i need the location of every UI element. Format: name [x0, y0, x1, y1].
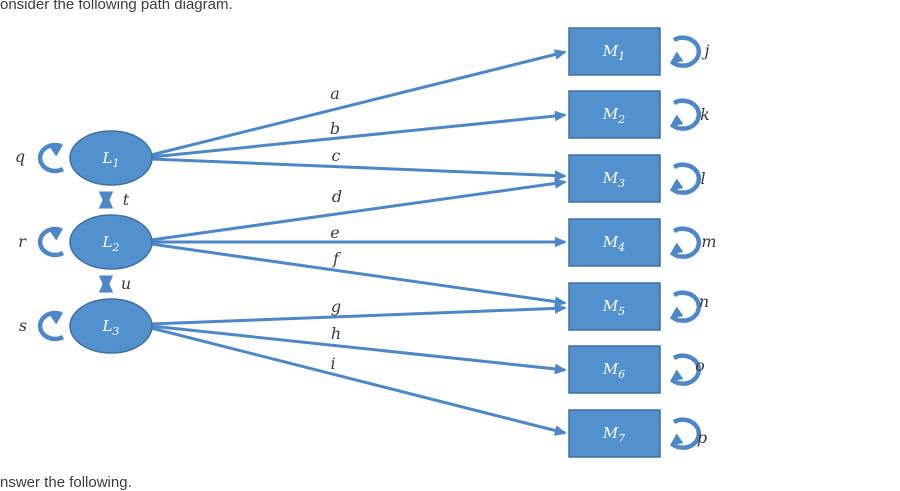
manifest-label-M3: M3	[602, 169, 625, 190]
error-loop-m	[669, 226, 702, 259]
error-label-m: m	[701, 232, 716, 251]
manifest-label-M7: M7	[602, 424, 625, 445]
loading-label-b: b	[330, 119, 340, 138]
loading-label-a: a	[330, 84, 340, 103]
loading-label-f: f	[332, 249, 342, 268]
variance-loop-r	[37, 226, 65, 258]
manifest-rect-M2	[568, 90, 661, 139]
footer-text: nswer the following.	[0, 474, 132, 491]
variance-label-s: s	[19, 316, 27, 335]
manifest-label-M1: M1	[602, 42, 625, 63]
latent-ellipse-L3	[69, 298, 153, 354]
error-label-l: l	[700, 169, 705, 188]
loading-line-g	[150, 302, 567, 326]
error-label-n: n	[699, 292, 709, 311]
loading-line-i	[150, 326, 567, 436]
manifest-rect-M7	[568, 409, 661, 458]
error-label-o: o	[695, 356, 705, 375]
loading-line-d	[150, 178, 567, 242]
latent-label-L1: L1	[102, 149, 120, 170]
loading-line-b	[150, 110, 567, 159]
manifest-rect-M1	[568, 27, 661, 76]
manifest-label-M5: M5	[602, 297, 625, 318]
loading-label-e: e	[330, 223, 339, 242]
variance-loop-q	[37, 142, 65, 174]
manifest-label-M2: M2	[602, 105, 625, 126]
manifest-rect-M6	[568, 345, 661, 394]
header-text: onsider the following path diagram.	[0, 0, 233, 13]
covariance-label-u: u	[121, 274, 131, 293]
latent-ellipse-L2	[69, 214, 153, 270]
manifest-label-M4: M4	[602, 233, 625, 254]
error-loop-o	[669, 353, 702, 386]
loading-label-d: d	[332, 187, 342, 206]
error-loop-p	[669, 417, 702, 450]
latent-label-L2: L2	[102, 233, 120, 254]
error-label-j: j	[702, 41, 710, 60]
latent-ellipse-L1	[69, 130, 153, 186]
latent-label-L3: L3	[102, 317, 120, 338]
loading-line-h	[150, 324, 567, 375]
variance-label-q: q	[15, 147, 25, 166]
error-loop-j	[669, 35, 702, 68]
error-loop-n	[669, 290, 702, 323]
loading-line-c	[150, 157, 567, 181]
manifest-label-M6: M6	[602, 360, 625, 381]
variance-label-r: r	[18, 232, 27, 251]
error-loop-l	[669, 162, 702, 195]
error-label-k: k	[700, 105, 710, 124]
loading-line-a	[150, 49, 567, 157]
covariance-label-t: t	[123, 190, 130, 209]
loading-label-g: g	[331, 297, 341, 316]
loading-label-i: i	[330, 354, 335, 373]
loading-label-h: h	[331, 324, 341, 343]
error-label-p: p	[697, 428, 707, 447]
variance-loop-s	[37, 310, 65, 342]
manifest-rect-M3	[568, 154, 661, 203]
manifest-rect-M4	[568, 218, 661, 267]
manifest-rect-M5	[568, 282, 661, 331]
loading-line-f	[150, 242, 567, 307]
loading-label-c: c	[332, 146, 341, 165]
error-loop-k	[669, 98, 702, 131]
